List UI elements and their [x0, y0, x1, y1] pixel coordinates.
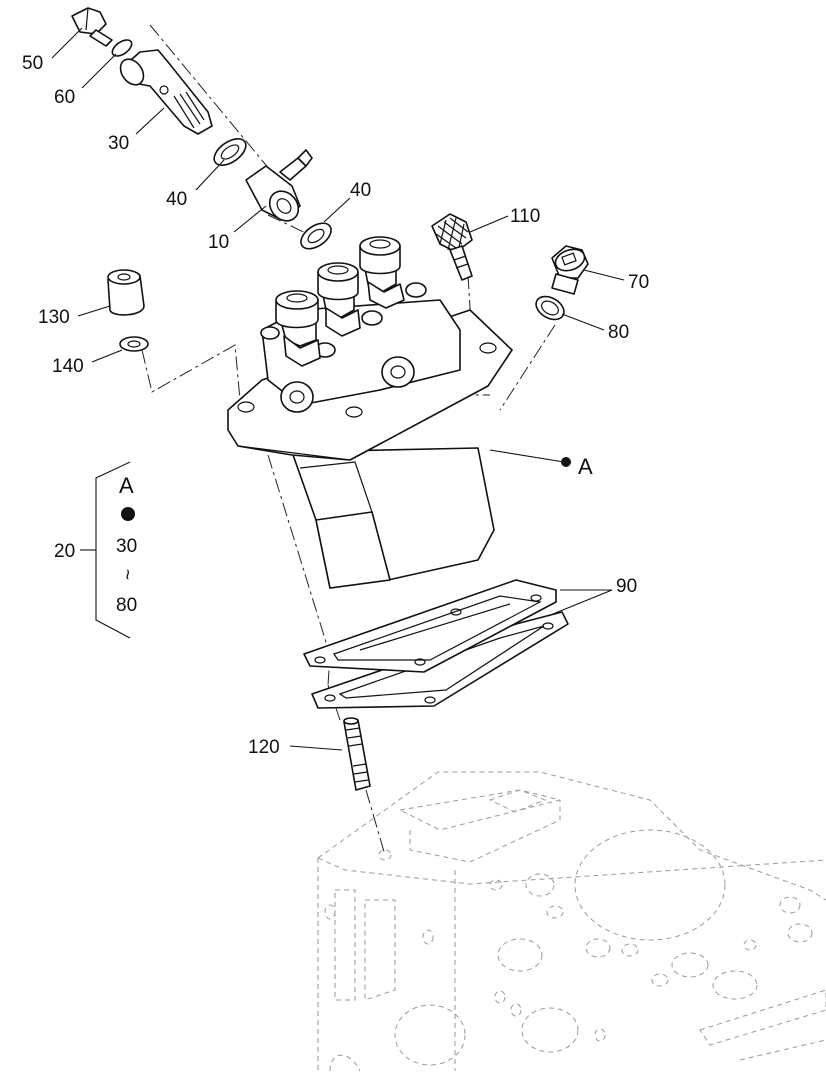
part-110-screw — [431, 213, 473, 281]
part-80-ring — [535, 295, 565, 321]
callout-40-upper: 40 — [166, 189, 187, 210]
callout-40-lower: 40 — [350, 180, 371, 201]
engine-block — [317, 771, 826, 1072]
part-140-washer — [119, 336, 149, 352]
callout-a: A — [578, 454, 593, 479]
kit-range-separator: ~ — [116, 569, 137, 580]
part-120-stud — [343, 717, 371, 791]
callout-70: 70 — [628, 272, 649, 293]
injection-pump-body — [227, 282, 513, 589]
callout-10: 10 — [208, 232, 229, 253]
delivery-valve-holders — [275, 236, 405, 367]
part-30-banjo-bolt — [119, 49, 213, 135]
part-70-plug — [551, 245, 589, 295]
part-50-bolt — [71, 7, 113, 47]
callout-labels: 50 60 30 40 10 40 110 70 80 130 140 A 90… — [22, 53, 649, 758]
part-60-washer — [111, 39, 133, 57]
part-130-sleeve — [107, 269, 145, 316]
callout-50: 50 — [22, 53, 43, 74]
part-40-washer-upper — [213, 138, 247, 166]
part-40-washer-lower — [300, 222, 332, 250]
reference-dot — [561, 457, 571, 467]
part-10-connector — [245, 149, 313, 222]
kit-bracket — [80, 461, 135, 639]
kit-range-start: 30 — [116, 536, 137, 557]
kit-item-number: 20 — [54, 541, 75, 562]
callout-120: 120 — [248, 737, 280, 758]
kit-range-end: 80 — [116, 595, 137, 616]
callout-60: 60 — [54, 87, 75, 108]
kit-dot — [121, 507, 135, 521]
part-90-gaskets — [303, 579, 569, 709]
callout-110: 110 — [510, 206, 540, 227]
callout-130: 130 — [38, 307, 70, 328]
assembly-lines — [141, 24, 556, 856]
callout-30: 30 — [108, 133, 129, 154]
callout-90: 90 — [616, 576, 637, 597]
callout-80: 80 — [608, 322, 629, 343]
callout-140: 140 — [52, 356, 84, 377]
leader-lines — [51, 27, 625, 751]
kit-letter: A — [119, 473, 134, 498]
